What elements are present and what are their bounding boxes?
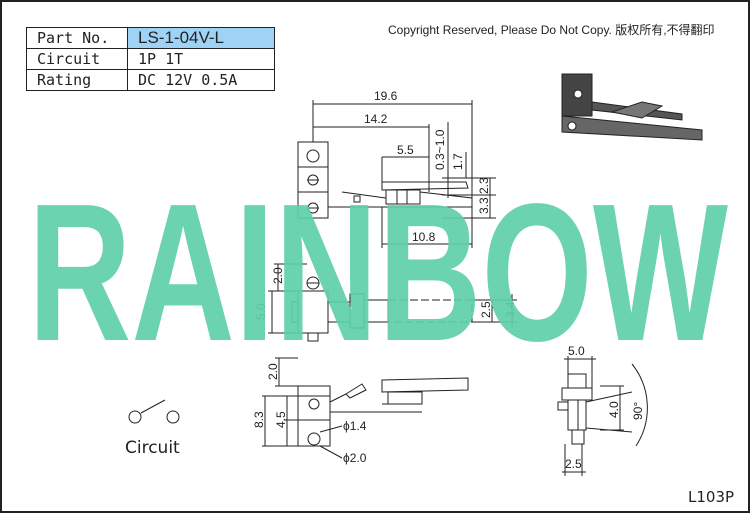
spec-value-rating: DC 12V 0.5A (127, 69, 275, 91)
spec-table: Part No. LS-1-04V-L Circuit 1P 1T Rating… (26, 27, 275, 91)
dim-3-3: 3.3 (477, 197, 491, 214)
dim-4-5: 4.5 (274, 411, 288, 428)
dim-phi-2-0: ϕ2.0 (343, 451, 367, 465)
spec-value-part-no: LS-1-04V-L (127, 27, 275, 49)
dim-0-3-1-0: 0.3~1.0 (433, 129, 447, 170)
dim-3-4: 3.4 (503, 301, 517, 318)
dim-8-3: 8.3 (252, 411, 266, 428)
dim-1-7: 1.7 (451, 153, 465, 170)
reference-code: L103P (688, 488, 735, 506)
spec-key: Rating (26, 69, 128, 91)
spec-key: Circuit (26, 48, 128, 70)
dim-2-0-b: 2.0 (266, 363, 280, 380)
spec-row-rating: Rating DC 12V 0.5A (26, 69, 275, 91)
dim-5-0-b: 5.0 (568, 344, 585, 358)
dim-2-5-a: 2.5 (479, 301, 493, 318)
dim-90-deg: 90° (631, 402, 645, 420)
copyright-notice: Copyright Reserved, Please Do Not Copy. … (388, 23, 715, 37)
dim-10-8: 10.8 (412, 230, 436, 244)
dim-5-5: 5.5 (397, 143, 414, 157)
dim-2-0-a: 2.0 (271, 267, 285, 284)
dim-2-3: 2.3 (477, 177, 491, 194)
dim-14-2: 14.2 (364, 112, 388, 126)
dim-19-6: 19.6 (374, 89, 398, 103)
watermark-text: RAINBOW (28, 163, 728, 382)
dim-2-5-b: 2.5 (565, 457, 582, 471)
dim-5-0-a: 5.0 (254, 303, 268, 320)
dim-4-0: 4.0 (607, 401, 621, 418)
dim-phi-1-4: ϕ1.4 (343, 419, 367, 433)
spec-row-part-no: Part No. LS-1-04V-L (26, 27, 275, 49)
spec-key: Part No. (26, 27, 128, 49)
circuit-label: Circuit (125, 438, 180, 458)
